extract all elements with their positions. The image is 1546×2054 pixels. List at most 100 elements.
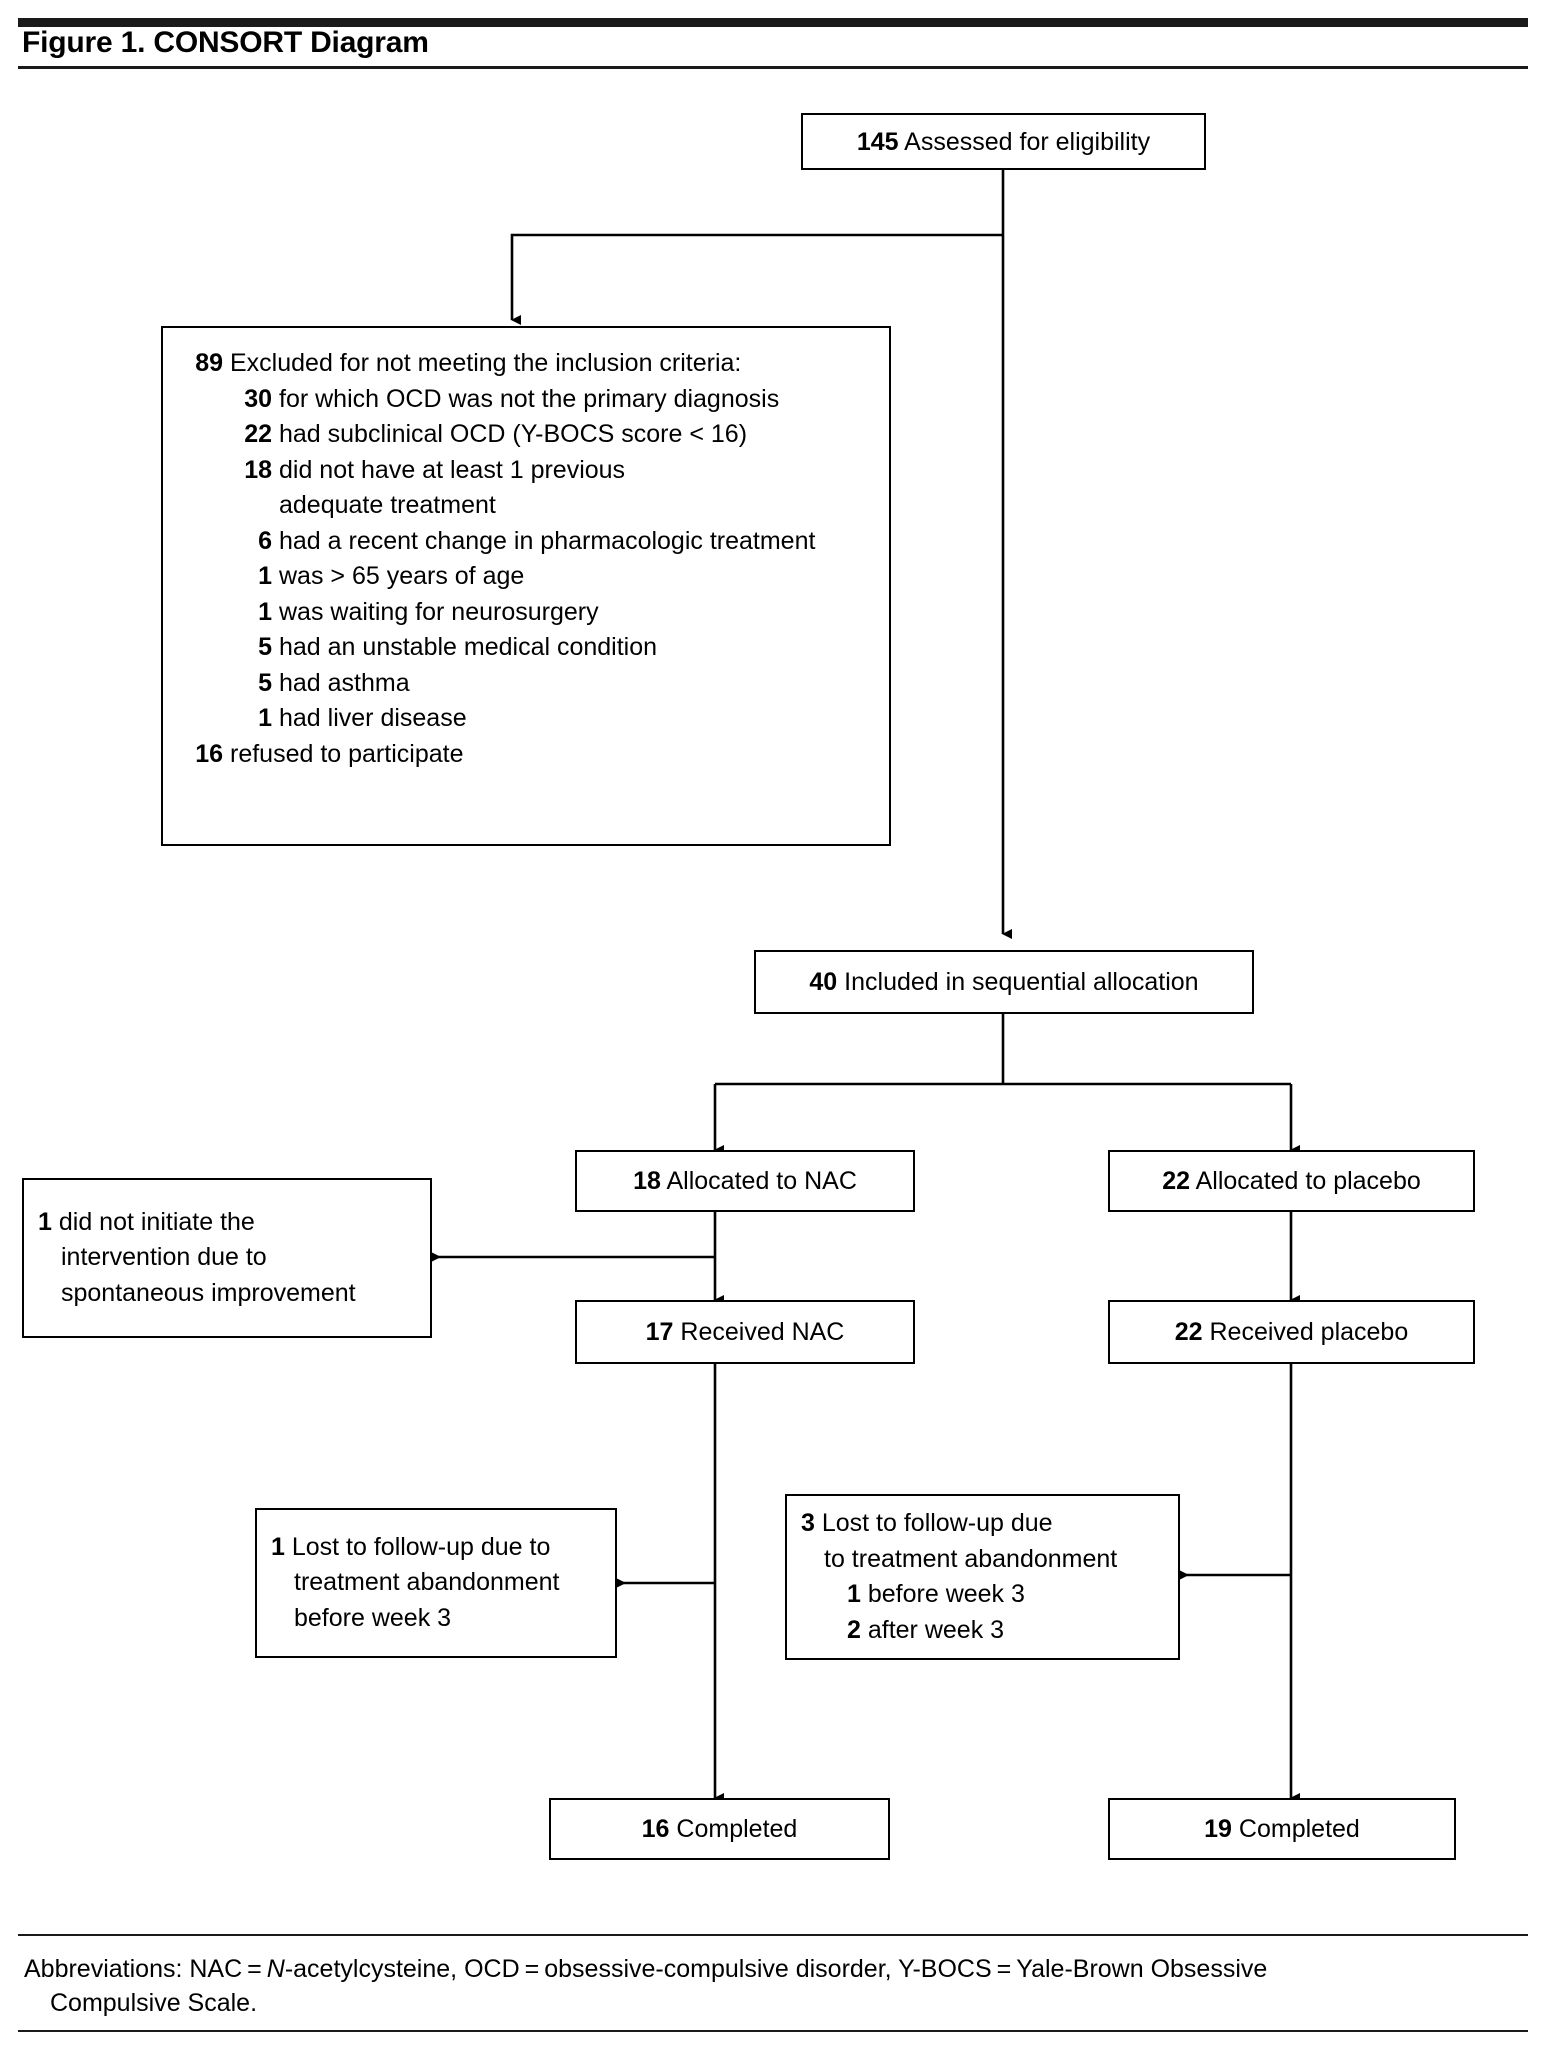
lost-placebo-sub-1: 1 before week 3 — [801, 1577, 1117, 1613]
excluded-reason-count: 18 — [244, 455, 272, 484]
assessed-text: 145 Assessed for eligibility — [857, 126, 1150, 158]
excluded-reason-label: was > 65 years of age — [279, 562, 525, 590]
excluded-reason-label: had liver disease — [279, 704, 467, 732]
assessed-label: Assessed for eligibility — [904, 127, 1151, 156]
node-lost-to-followup-placebo: 3 Lost to follow-up due to treatment aba… — [785, 1494, 1180, 1660]
lost-nac-line-3: before week 3 — [294, 1603, 452, 1632]
excluded-reason-label: refused to participate — [230, 739, 464, 768]
excluded-reason-count: 89 — [195, 349, 223, 377]
footnote-bottom-rule — [18, 2030, 1528, 2032]
footnote-rest: -acetylcysteine, OCD = obsessive-compuls… — [284, 1955, 1268, 1983]
excluded-reason-label: had a recent change in pharmacologic tre… — [279, 526, 816, 555]
lost-placebo-l1: Lost to follow-up due — [821, 1509, 1053, 1537]
excluded-reason-label: had an unstable medical condition — [279, 633, 658, 661]
recv-nac-count: 17 — [645, 1318, 674, 1346]
lost-nac-line-1: 1 Lost to follow-up due to — [271, 1530, 559, 1566]
excluded-reason-label: had subclinical OCD (Y-BOCS score < 16) — [279, 420, 748, 448]
node-included-in-allocation: 40 Included in sequential allocation — [754, 950, 1254, 1014]
not-initiated-l1: did not initiate the — [58, 1207, 255, 1236]
not-initiated-line-1: 1 did not initiate the — [38, 1205, 356, 1241]
completed-nac-label: Completed — [676, 1815, 798, 1843]
excluded-reason-count: 1 — [258, 597, 272, 626]
lost-placebo-sub1-count: 1 — [847, 1580, 861, 1608]
not-initiated-line-3: spontaneous improvement — [61, 1278, 356, 1307]
excluded-reason-label: did not have at least 1 previous — [279, 455, 626, 484]
excluded-reason-item: adequate treatment — [177, 488, 875, 524]
alloc-nac-text: 18 Allocated to NAC — [633, 1165, 857, 1197]
alloc-nac-count: 18 — [633, 1167, 661, 1195]
lost-placebo-sub1-label: before week 3 — [867, 1580, 1025, 1608]
excluded-reason-count: 5 — [258, 633, 272, 661]
footnote-lead: Abbreviations: NAC = — [24, 1955, 267, 1983]
completed-nac-text: 16 Completed — [642, 1813, 798, 1845]
node-lost-to-followup-nac: 1 Lost to follow-up due to treatment aba… — [255, 1508, 617, 1658]
excluded-reason-count: 6 — [258, 526, 272, 555]
excluded-reason-count: 16 — [195, 739, 223, 768]
lost-placebo-sub2-count: 2 — [847, 1615, 861, 1644]
excluded-reason-count: 30 — [244, 384, 272, 413]
page-title: Figure 1. CONSORT Diagram — [22, 26, 429, 59]
lost-nac-text: 1 Lost to follow-up due to treatment aba… — [271, 1530, 559, 1637]
recv-placebo-text: 22 Received placebo — [1175, 1316, 1409, 1348]
excluded-reason-label: was waiting for neurosurgery — [279, 597, 599, 626]
completed-placebo-label: Completed — [1238, 1815, 1360, 1843]
alloc-placebo-label: Allocated to placebo — [1195, 1167, 1421, 1195]
included-count: 40 — [809, 968, 838, 996]
recv-placebo-label: Received placebo — [1209, 1318, 1409, 1346]
footnote-line-2: Compulsive Scale. — [50, 1988, 258, 2017]
node-received-placebo: 22 Received placebo — [1108, 1300, 1475, 1364]
lost-nac-l1: Lost to follow-up due to — [291, 1532, 551, 1561]
node-did-not-initiate-intervention: 1 did not initiate the intervention due … — [22, 1178, 432, 1338]
node-received-nac: 17 Received NAC — [575, 1300, 915, 1364]
top-rule-thick — [18, 18, 1528, 27]
excluded-reason-label: had asthma — [279, 668, 410, 697]
lost-placebo-text: 3 Lost to follow-up due to treatment aba… — [801, 1506, 1117, 1648]
footnote-line-1: Abbreviations: NAC = N-acetylcysteine, O… — [24, 1955, 1267, 1983]
alloc-placebo-count: 22 — [1162, 1167, 1191, 1195]
excluded-reason-count: 1 — [258, 562, 272, 590]
not-initiated-count: 1 — [38, 1207, 52, 1236]
node-allocated-to-nac: 18 Allocated to NAC — [575, 1150, 915, 1212]
abbreviations-footnote: Abbreviations: NAC = N-acetylcysteine, O… — [24, 1953, 1504, 2020]
completed-placebo-text: 19 Completed — [1204, 1813, 1360, 1845]
included-text: 40 Included in sequential allocation — [809, 966, 1198, 998]
completed-placebo-count: 19 — [1204, 1815, 1232, 1843]
recv-nac-text: 17 Received NAC — [646, 1316, 845, 1348]
lost-placebo-line-2: to treatment abandonment — [824, 1544, 1118, 1573]
footnote-italic-n: N — [266, 1955, 285, 1983]
excluded-reason-count: 1 — [258, 704, 272, 732]
node-completed-placebo: 19 Completed — [1108, 1798, 1456, 1860]
lost-placebo-sub-2: 2 after week 3 — [801, 1613, 1117, 1649]
node-allocated-to-placebo: 22 Allocated to placebo — [1108, 1150, 1475, 1212]
title-underrule — [18, 66, 1528, 69]
excluded-reason-count: 5 — [258, 668, 272, 697]
alloc-nac-label: Allocated to NAC — [666, 1167, 857, 1195]
excluded-reason-count: 22 — [244, 420, 272, 448]
excluded-reason-label: adequate treatment — [279, 491, 496, 519]
alloc-placebo-text: 22 Allocated to placebo — [1162, 1165, 1421, 1197]
node-completed-nac: 16 Completed — [549, 1798, 890, 1860]
not-initiated-text: 1 did not initiate the intervention due … — [38, 1205, 356, 1312]
excluded-reason-label: Excluded for not meeting the inclusion c… — [230, 349, 742, 377]
included-label: Included in sequential allocation — [844, 968, 1199, 996]
completed-nac-count: 16 — [641, 1815, 670, 1843]
lost-nac-line-2: treatment abandonment — [294, 1568, 560, 1597]
lost-placebo-line-1: 3 Lost to follow-up due — [801, 1506, 1117, 1542]
not-initiated-line-2: intervention due to — [61, 1243, 267, 1272]
lost-placebo-count: 3 — [801, 1509, 815, 1537]
recv-nac-label: Received NAC — [680, 1318, 845, 1346]
excluded-reason-count — [177, 488, 272, 524]
